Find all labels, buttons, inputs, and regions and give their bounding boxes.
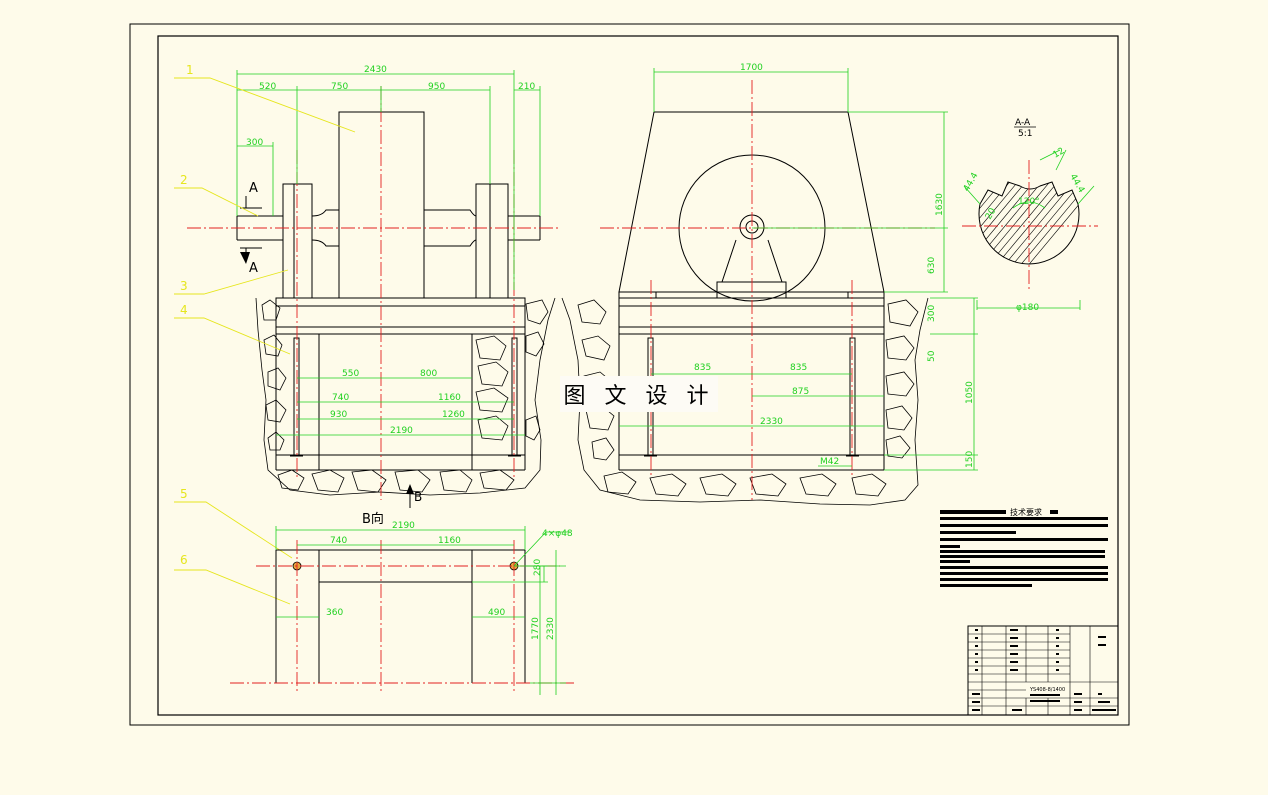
section-mark-a-bottom: A bbox=[249, 261, 258, 276]
sec-dim-12: 12 bbox=[1052, 146, 1067, 160]
plan-dim-1770: 1770 bbox=[531, 617, 541, 640]
view-b-plan: 2190 740 1160 4×φ48 280 360 490 1770 233… bbox=[230, 521, 575, 695]
plan-dim-360: 360 bbox=[326, 608, 343, 618]
plan-dim-holes: 4×φ48 bbox=[542, 529, 573, 539]
sheet-inner-border bbox=[157, 35, 1119, 716]
dim-835-right: 835 bbox=[790, 363, 807, 373]
dim-total-width: 2430 bbox=[364, 65, 387, 75]
dim-800: 800 bbox=[420, 369, 437, 379]
dim-550: 550 bbox=[342, 369, 359, 379]
dim-50: 50 bbox=[927, 350, 937, 362]
dim-2190: 2190 bbox=[390, 426, 413, 436]
section-mark-a-top: A bbox=[249, 181, 258, 196]
dim-300: 300 bbox=[246, 138, 263, 148]
part-number-4: 4 bbox=[180, 303, 188, 317]
dim-1700: 1700 bbox=[740, 63, 763, 73]
sec-dim-r20: 20 bbox=[984, 206, 999, 221]
dim-835-left: 835 bbox=[694, 363, 711, 373]
dim-150: 150 bbox=[965, 451, 975, 468]
section-title: A-A bbox=[1015, 118, 1031, 128]
dim-875: 875 bbox=[792, 387, 809, 397]
dim-210: 210 bbox=[518, 82, 535, 92]
plan-dim-2190: 2190 bbox=[392, 521, 415, 531]
plan-dim-280: 280 bbox=[533, 559, 543, 576]
part-number-2: 2 bbox=[180, 173, 188, 187]
part-number-3: 3 bbox=[180, 279, 188, 293]
sec-dim-44-left: 44.4 bbox=[962, 171, 981, 194]
dim-750: 750 bbox=[331, 82, 348, 92]
part-leaders: 1 2 3 4 5 6 bbox=[174, 63, 356, 605]
dim-1630: 1630 bbox=[935, 193, 945, 216]
tech-req-title: 技术要求 bbox=[1010, 507, 1042, 517]
section-scale: 5:1 bbox=[1018, 129, 1032, 139]
dim-740: 740 bbox=[332, 393, 349, 403]
dim-930: 930 bbox=[330, 410, 347, 420]
plan-dim-490: 490 bbox=[488, 608, 505, 618]
sec-dim-angle: 120° bbox=[1018, 197, 1040, 207]
bolt-size-label: M42 bbox=[820, 457, 839, 467]
dim-2330-side: 2330 bbox=[760, 417, 783, 427]
part-number-5: 5 bbox=[180, 487, 188, 501]
dim-630: 630 bbox=[927, 257, 937, 274]
dim-1050: 1050 bbox=[965, 381, 975, 404]
section-a-a: A-A 5:1 bbox=[962, 118, 1098, 313]
plan-dim-1160: 1160 bbox=[438, 536, 461, 546]
plan-dim-2330: 2330 bbox=[546, 617, 556, 640]
dim-1160: 1160 bbox=[438, 393, 461, 403]
dim-520: 520 bbox=[259, 82, 276, 92]
section-mark-b: B bbox=[414, 490, 422, 504]
plan-dim-740: 740 bbox=[330, 536, 347, 546]
drawing-number: YS408-8/1400 bbox=[1029, 687, 1065, 693]
dim-1260: 1260 bbox=[442, 410, 465, 420]
sec-dim-44-right: 44.4 bbox=[1067, 173, 1086, 196]
sheet-outer-border bbox=[129, 23, 1130, 726]
watermark-label: 图 文 设 计 bbox=[560, 376, 718, 412]
dim-300-side: 300 bbox=[927, 305, 937, 322]
title-block: YS408-8/1400 bbox=[967, 625, 1119, 716]
dim-950: 950 bbox=[428, 82, 445, 92]
front-view: A A 2430 520 750 950 210 300 550 800 740… bbox=[187, 65, 560, 527]
view-b-label: B向 bbox=[362, 511, 384, 527]
part-number-1: 1 bbox=[186, 63, 194, 77]
sec-dim-diameter: φ180 bbox=[1016, 303, 1039, 313]
side-view: 1700 1630 630 300 50 1050 150 835 835 87… bbox=[561, 63, 978, 506]
technical-requirements: 技术要求 bbox=[940, 507, 1108, 587]
part-number-6: 6 bbox=[180, 553, 188, 567]
